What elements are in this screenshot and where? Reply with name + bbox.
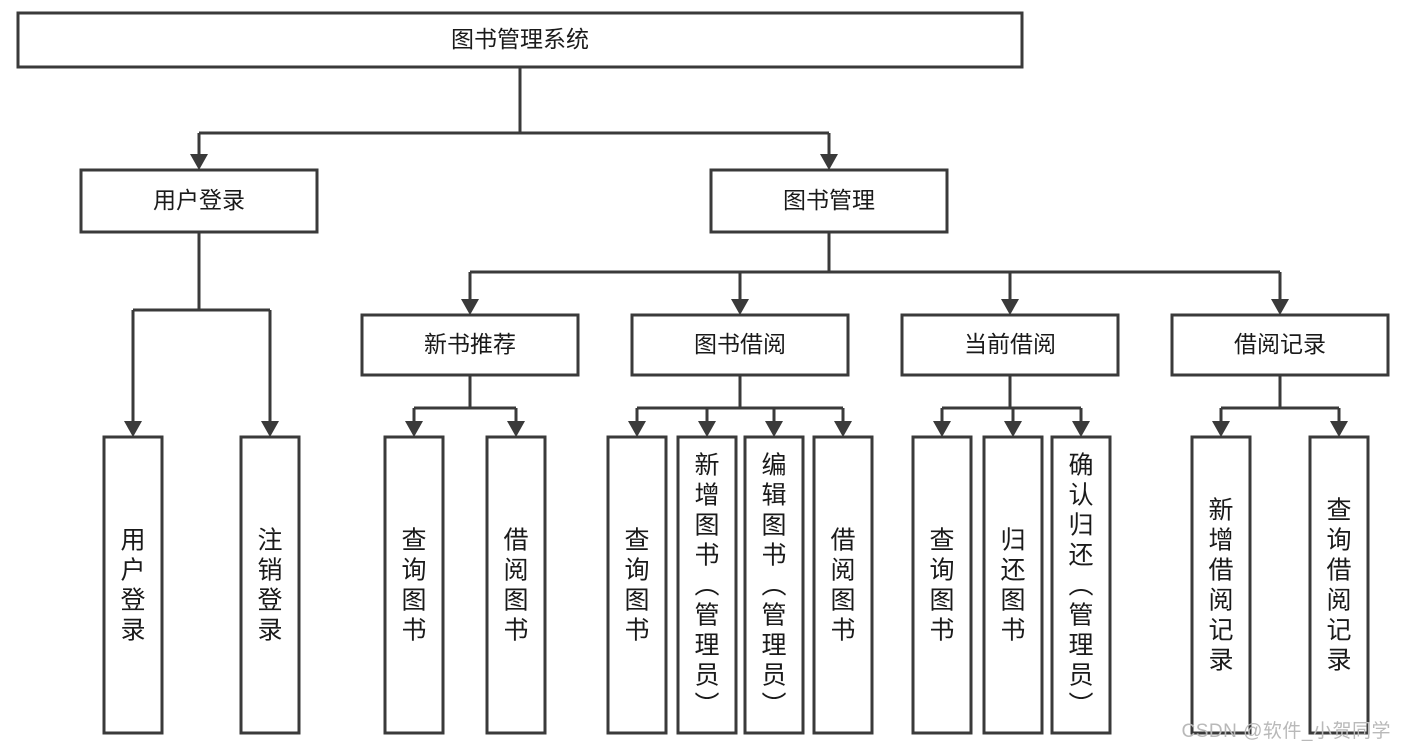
node-leaf-query-book-current[interactable]: 查询图书 [911,435,973,735]
arrow-head-icon [628,421,646,437]
node-box-leaf-add-book-admin[interactable] [676,435,738,735]
node-box-current-borrow[interactable] [900,313,1120,377]
arrow-head-icon [1001,299,1019,315]
arrow-head-icon [1271,299,1289,315]
node-label-leaf-query-book-new: 查询图书 [401,526,426,644]
node-box-book-management[interactable] [709,168,949,234]
node-label-leaf-add-borrow-record: 新增借阅记录 [1208,496,1233,674]
node-box-leaf-query-book-borrow[interactable] [606,435,668,735]
node-label-borrow-records: 借阅记录 [1234,331,1326,357]
node-box-leaf-query-book-new[interactable] [383,435,445,735]
node-box-leaf-edit-book-admin[interactable] [743,435,805,735]
node-leaf-logout-login[interactable]: 注销登录 [239,435,301,735]
node-new-book-recommend[interactable]: 新书推荐 [360,313,580,377]
arrow-head-icon [261,421,279,437]
node-box-leaf-add-borrow-record[interactable] [1190,435,1252,735]
node-label-user-login: 用户登录 [153,187,245,213]
node-box-borrow-records[interactable] [1170,313,1390,377]
node-leaf-add-book-admin[interactable]: 新增图书︵管理员︶ [676,435,738,735]
node-book-management[interactable]: 图书管理 [709,168,949,234]
node-borrow-records[interactable]: 借阅记录 [1170,313,1390,377]
node-leaf-edit-book-admin[interactable]: 编辑图书︵管理员︶ [743,435,805,735]
node-box-leaf-confirm-return-admin[interactable] [1050,435,1112,735]
arrow-head-icon [461,299,479,315]
node-leaf-borrow-book-borrow[interactable]: 借阅图书 [812,435,874,735]
node-label-leaf-query-borrow-record: 查询借阅记录 [1326,496,1351,674]
node-box-root[interactable] [16,11,1024,69]
node-leaf-query-borrow-record[interactable]: 查询借阅记录 [1308,435,1370,735]
node-box-leaf-logout-login[interactable] [239,435,301,735]
node-root[interactable]: 图书管理系统 [16,11,1024,69]
node-box-leaf-user-login[interactable] [102,435,164,735]
node-label-leaf-borrow-book-borrow: 借阅图书 [830,526,855,644]
node-label-leaf-add-book-admin: 新增图书︵管理员︶ [694,451,719,719]
node-box-leaf-borrow-book-borrow[interactable] [812,435,874,735]
arrow-head-icon [405,421,423,437]
arrow-head-icon [1330,421,1348,437]
arrow-head-icon [507,421,525,437]
arrow-head-icon [1004,421,1022,437]
node-leaf-query-book-borrow[interactable]: 查询图书 [606,435,668,735]
node-leaf-borrow-book-new[interactable]: 借阅图书 [485,435,547,735]
node-label-book-management: 图书管理 [783,187,875,213]
connectors-layer [124,67,1348,437]
arrow-head-icon [834,421,852,437]
node-user-login[interactable]: 用户登录 [79,168,319,234]
arrow-head-icon [190,154,208,170]
node-label-leaf-edit-book-admin: 编辑图书︵管理员︶ [761,451,786,719]
arrow-head-icon [1212,421,1230,437]
arrow-head-icon [820,154,838,170]
node-label-leaf-query-book-current: 查询图书 [929,526,954,644]
node-label-leaf-borrow-book-new: 借阅图书 [503,526,528,644]
node-leaf-user-login[interactable]: 用户登录 [102,435,164,735]
node-leaf-query-book-new[interactable]: 查询图书 [383,435,445,735]
node-leaf-return-book[interactable]: 归还图书 [982,435,1044,735]
node-box-leaf-borrow-book-new[interactable] [485,435,547,735]
node-box-leaf-query-book-current[interactable] [911,435,973,735]
node-label-new-book-recommend: 新书推荐 [424,331,516,357]
node-label-current-borrow: 当前借阅 [964,331,1056,357]
node-box-new-book-recommend[interactable] [360,313,580,377]
node-label-leaf-user-login: 用户登录 [120,526,145,644]
arrow-head-icon [933,421,951,437]
node-box-book-borrow[interactable] [630,313,850,377]
node-label-root: 图书管理系统 [451,26,589,52]
node-current-borrow[interactable]: 当前借阅 [900,313,1120,377]
node-label-leaf-logout-login: 注销登录 [257,526,282,644]
arrow-head-icon [124,421,142,437]
arrow-head-icon [765,421,783,437]
node-box-user-login[interactable] [79,168,319,234]
arrow-head-icon [698,421,716,437]
arrow-head-icon [1072,421,1090,437]
nodes-layer: 图书管理系统用户登录图书管理新书推荐图书借阅当前借阅借阅记录用户登录注销登录查询… [16,11,1390,735]
node-label-book-borrow: 图书借阅 [694,331,786,357]
node-label-leaf-query-book-borrow: 查询图书 [624,526,649,644]
node-box-leaf-query-borrow-record[interactable] [1308,435,1370,735]
arrow-head-icon [731,299,749,315]
node-leaf-confirm-return-admin[interactable]: 确认归还︵管理员︶ [1050,435,1112,735]
node-leaf-add-borrow-record[interactable]: 新增借阅记录 [1190,435,1252,735]
node-book-borrow[interactable]: 图书借阅 [630,313,850,377]
node-box-leaf-return-book[interactable] [982,435,1044,735]
node-label-leaf-confirm-return-admin: 确认归还︵管理员︶ [1068,451,1093,719]
node-label-leaf-return-book: 归还图书 [1000,526,1025,644]
